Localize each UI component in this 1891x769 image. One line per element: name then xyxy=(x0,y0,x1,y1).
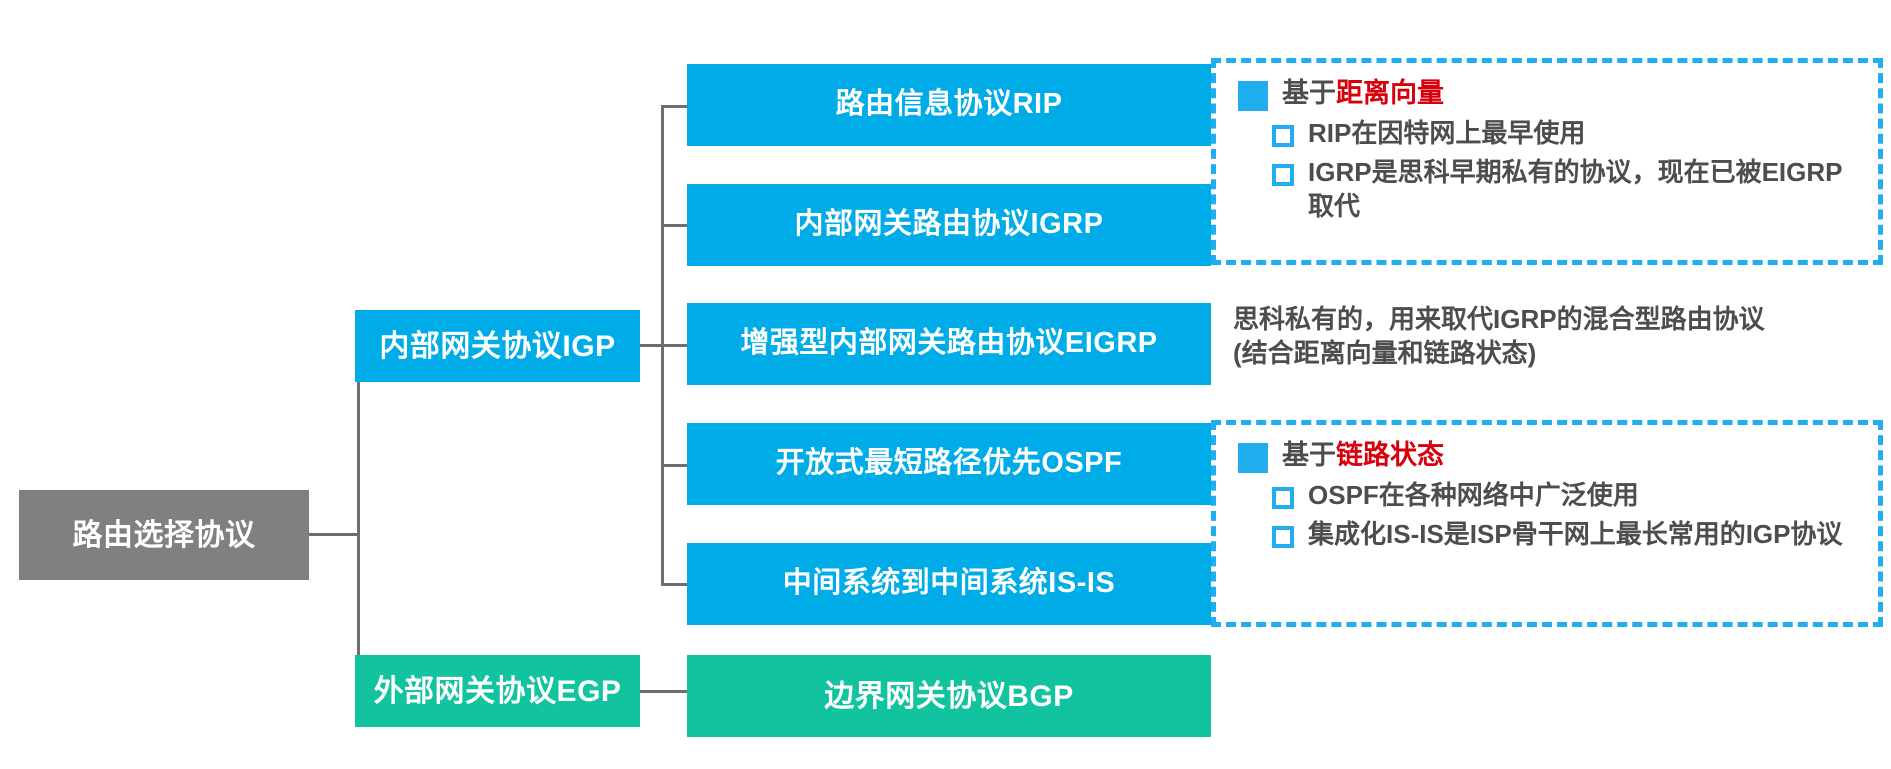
connector-to-isis xyxy=(661,583,689,586)
annotation-note-eigrp-line1: 思科私有的，用来取代IGRP的混合型路由协议 xyxy=(1233,304,1765,334)
checkbox-icon[interactable] xyxy=(1272,487,1294,509)
protocol-node-igrp[interactable]: 内部网关路由协议IGRP xyxy=(687,184,1211,266)
protocol-node-rip-label: 路由信息协议RIP xyxy=(835,88,1063,121)
connector-category-spine xyxy=(357,340,360,690)
annotation-title-link-state: 基于链路状态 xyxy=(1282,439,1444,473)
annotation-panel-link-state: 基于链路状态 OSPF在各种网络中广泛使用 集成化IS-IS是ISP骨干网上最长… xyxy=(1211,420,1883,627)
connector-to-igrp xyxy=(661,224,689,227)
protocol-node-eigrp-label: 增强型内部网关路由协议EIGRP xyxy=(740,327,1158,360)
list-item: IGRP是思科早期私有的协议，现在已被EIGRP取代 xyxy=(1272,156,1860,223)
legend-swatch-icon xyxy=(1238,443,1268,473)
protocol-node-ospf[interactable]: 开放式最短路径优先OSPF xyxy=(687,423,1211,505)
legend-swatch-icon xyxy=(1238,81,1268,111)
annotation-header-link-state: 基于链路状态 xyxy=(1238,439,1860,473)
bullet-text: OSPF在各种网络中广泛使用 xyxy=(1308,480,1639,510)
annotation-note-eigrp: 思科私有的，用来取代IGRP的混合型路由协议 (结合距离向量和链路状态) xyxy=(1233,303,1891,371)
annotation-note-eigrp-line2: (结合距离向量和链路状态) xyxy=(1233,337,1537,368)
list-item: RIP在因特网上最早使用 xyxy=(1272,117,1860,150)
bullet-text: 集成化IS-IS是ISP骨干网上最长常用的IGP协议 xyxy=(1308,519,1843,550)
annotation-title-distance-vector: 基于距离向量 xyxy=(1282,77,1444,111)
list-item: 集成化IS-IS是ISP骨干网上最长常用的IGP协议 xyxy=(1272,518,1860,551)
protocol-node-bgp[interactable]: 边界网关协议BGP xyxy=(687,655,1211,737)
connector-to-ospf xyxy=(661,464,689,467)
protocol-node-ospf-label: 开放式最短路径优先OSPF xyxy=(775,447,1123,480)
root-node-routing-protocol[interactable]: 路由选择协议 xyxy=(19,490,309,580)
category-node-igp[interactable]: 内部网关协议IGP xyxy=(355,310,640,382)
protocol-node-isis-label: 中间系统到中间系统IS-IS xyxy=(782,567,1116,600)
connector-to-rip xyxy=(661,105,689,108)
annotation-title-highlight: 链路状态 xyxy=(1336,440,1444,470)
checkbox-icon[interactable] xyxy=(1272,125,1294,147)
root-node-label: 路由选择协议 xyxy=(72,518,256,552)
annotation-header-distance-vector: 基于距离向量 xyxy=(1238,77,1860,111)
annotation-title-prefix: 基于 xyxy=(1282,440,1336,470)
category-node-egp-label: 外部网关协议EGP xyxy=(373,674,622,708)
protocol-node-isis[interactable]: 中间系统到中间系统IS-IS xyxy=(687,543,1211,625)
checkbox-icon[interactable] xyxy=(1272,526,1294,549)
connector-root-stem xyxy=(309,533,359,536)
protocol-node-bgp-label: 边界网关协议BGP xyxy=(824,679,1074,713)
annotation-title-highlight: 距离向量 xyxy=(1336,78,1444,108)
bullet-text: RIP在因特网上最早使用 xyxy=(1308,118,1586,148)
bullet-text: IGRP是思科早期私有的协议，现在已被EIGRP取代 xyxy=(1308,157,1843,221)
annotation-bullet-list-link-state: OSPF在各种网络中广泛使用 集成化IS-IS是ISP骨干网上最长常用的IGP协… xyxy=(1238,479,1860,552)
list-item: OSPF在各种网络中广泛使用 xyxy=(1272,479,1860,512)
connector-to-eigrp xyxy=(661,344,689,347)
annotation-panel-distance-vector: 基于距离向量 RIP在因特网上最早使用 IGRP是思科早期私有的协议，现在已被E… xyxy=(1211,58,1883,265)
connector-egp-to-bgp xyxy=(640,690,688,693)
category-node-igp-label: 内部网关协议IGP xyxy=(379,329,616,363)
protocol-node-rip[interactable]: 路由信息协议RIP xyxy=(687,64,1211,146)
annotation-bullet-list-distance-vector: RIP在因特网上最早使用 IGRP是思科早期私有的协议，现在已被EIGRP取代 xyxy=(1238,117,1860,223)
annotation-title-prefix: 基于 xyxy=(1282,78,1336,108)
protocol-node-eigrp[interactable]: 增强型内部网关路由协议EIGRP xyxy=(687,303,1211,385)
category-node-egp[interactable]: 外部网关协议EGP xyxy=(355,655,640,727)
checkbox-icon[interactable] xyxy=(1272,164,1294,187)
protocol-node-igrp-label: 内部网关路由协议IGRP xyxy=(794,208,1104,241)
